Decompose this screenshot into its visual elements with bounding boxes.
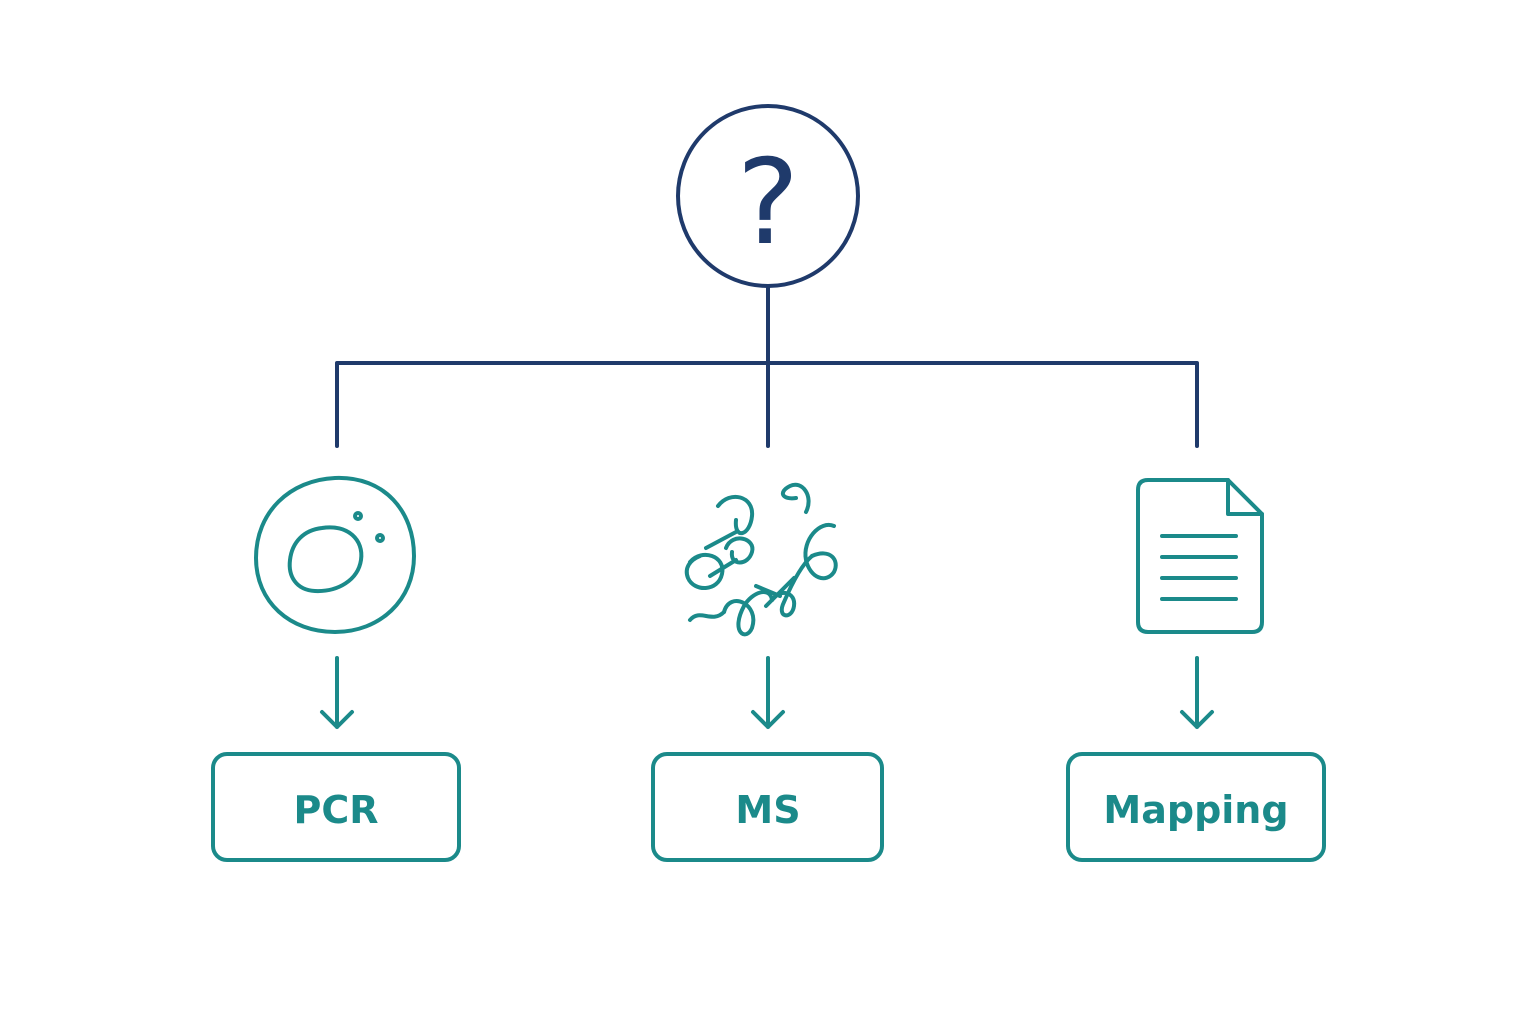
arrow-down-icon xyxy=(320,656,354,729)
arrows xyxy=(320,656,1214,729)
root-node: ? xyxy=(676,104,860,288)
horizontal-connector xyxy=(335,361,1199,448)
branch-label-pcr: PCR xyxy=(211,752,461,862)
protein-structure-icon xyxy=(684,482,838,637)
label-mapping: Mapping xyxy=(1103,788,1288,832)
cell-icon xyxy=(254,475,416,634)
tree-connectors xyxy=(335,285,1199,448)
question-mark-icon: ? xyxy=(737,133,800,271)
label-pcr: PCR xyxy=(294,788,379,832)
arrow-down-icon xyxy=(1180,656,1214,729)
arrow-down-icon xyxy=(751,656,785,729)
document-icon xyxy=(1136,478,1264,634)
branch-label-ms: MS xyxy=(651,752,884,862)
label-ms: MS xyxy=(735,788,800,832)
branch-label-mapping: Mapping xyxy=(1066,752,1326,862)
